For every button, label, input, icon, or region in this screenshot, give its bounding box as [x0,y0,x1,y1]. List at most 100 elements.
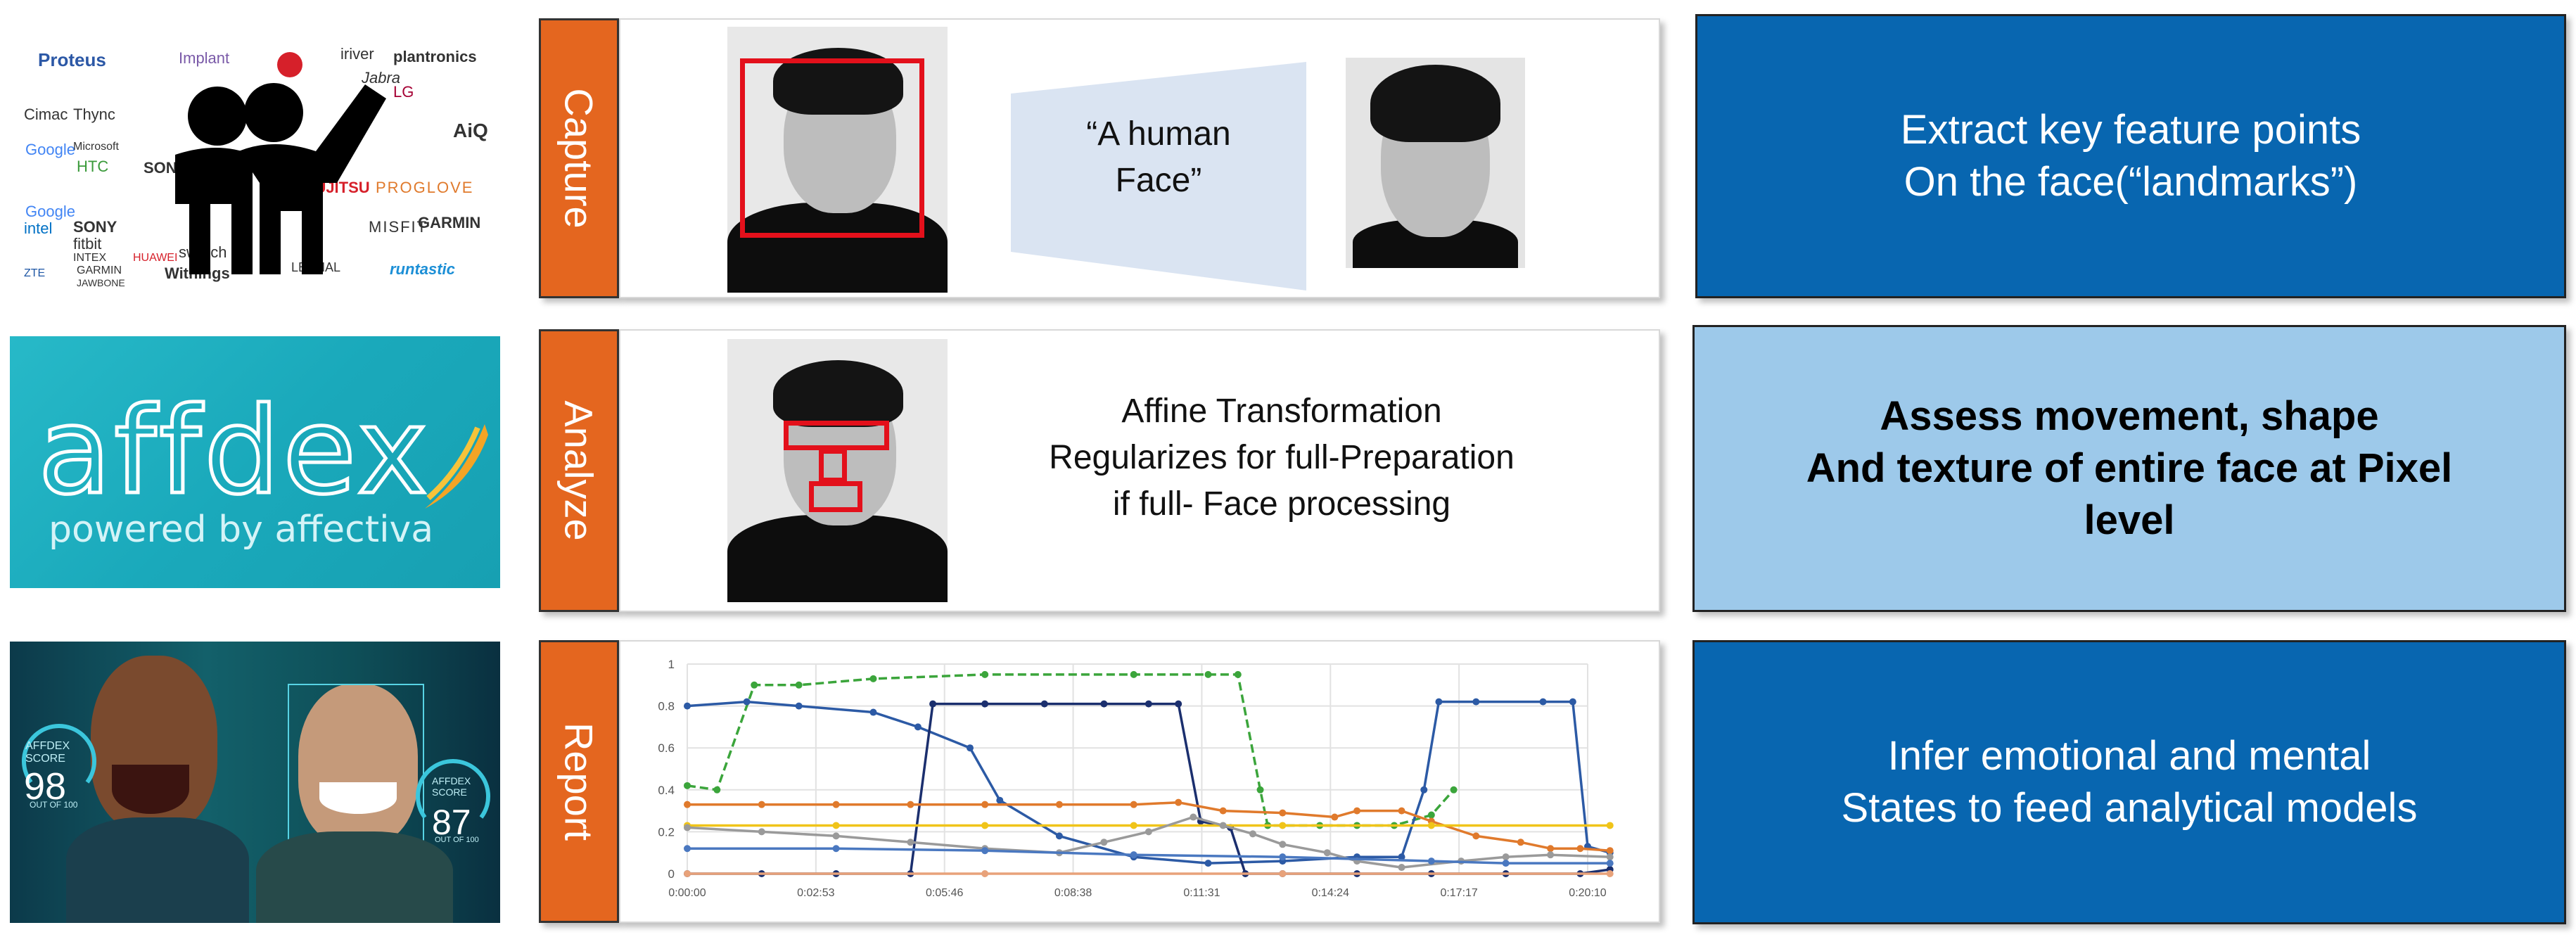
beats-logo-icon [277,52,302,77]
data-point [1547,851,1555,859]
data-point [1204,670,1212,678]
data-point [981,870,989,877]
data-point [1190,813,1197,821]
analyze-panel: Affine Transformation Regularizes for fu… [619,329,1660,612]
affine-description: Affine Transformation Regularizes for fu… [993,388,1570,528]
data-point [1472,698,1480,706]
data-point [907,839,914,846]
data-point [1472,832,1480,840]
affdex-logo: affdex powered by affectiva [10,336,500,588]
series-line [687,700,1611,865]
y-tick-label: 1 [668,658,675,671]
data-point [1502,853,1510,861]
data-point [1144,828,1152,836]
capture-description-box: Extract key feature points On the face(“… [1695,14,2566,298]
logo-text: GARMIN [418,214,481,231]
stage-label: Report [556,722,601,841]
data-point [684,824,691,831]
capture-panel: “A human Face” [619,18,1660,298]
stage-tab-report: Report [539,640,619,923]
x-tick-label: 0:14:24 [1312,887,1349,899]
data-point [869,675,877,682]
logo-text: SONY [73,218,117,236]
data-point [907,801,914,808]
logo-text: plantronics [393,48,477,65]
score-value: 87 [432,803,471,842]
logo-text: Microsoft [73,141,119,153]
data-point [1130,801,1137,808]
score-gauge-icon [416,759,490,819]
data-point [684,782,691,789]
data-point [795,702,803,710]
data-point [1502,860,1510,867]
data-point [832,801,840,808]
score-label: AFFDEX SCORE [432,775,471,798]
data-point [929,700,937,708]
data-point [1606,822,1614,829]
data-point [1398,853,1405,861]
logo-text: AiQ [453,120,488,141]
stage-label: Capture [556,88,601,229]
swoosh-icon [425,424,488,509]
logo-text: Thync [73,106,115,123]
data-point [684,870,691,877]
affine-line: if full- Face processing [1112,485,1451,523]
data-point [1323,849,1331,857]
data-point [1256,786,1264,793]
x-tick-label: 0:08:38 [1054,887,1092,899]
data-point [914,723,922,731]
logo-text: Jabra [362,69,401,87]
logo-text: GARMIN [77,264,122,276]
open-mouth [112,765,189,814]
description-line: States to feed analytical models [1841,785,2418,831]
data-point [1100,700,1108,708]
data-point [1100,839,1108,846]
person-body [256,831,453,923]
person-body [66,817,249,923]
people-silhouette-icon [175,83,386,274]
x-tick-label: 0:11:31 [1183,887,1220,899]
logo-text: INTEX [73,252,107,264]
score-label: AFFDEX SCORE [25,740,70,765]
logo-text: HUAWEI [133,252,178,264]
logo-text: HTC [77,158,109,175]
mouth-landmark-box [809,481,862,512]
x-tick-label: 0:02:53 [797,887,834,899]
data-point [966,744,974,752]
y-tick-label: 0.8 [658,700,675,713]
data-point [1606,860,1614,867]
logo-text: runtastic [390,260,455,278]
data-point [1606,853,1614,861]
data-point [1279,853,1287,861]
logo-text: Google [25,141,75,158]
data-point [684,702,691,710]
logo-text: Cimac [24,106,68,123]
data-point [1279,809,1287,817]
data-point [981,847,989,855]
data-point [1130,670,1137,678]
data-point [1606,847,1614,855]
data-point [1204,860,1212,867]
data-point [1398,807,1405,815]
data-point [1435,698,1443,706]
data-point [1175,700,1182,708]
report-description-box: Infer emotional and mental States to fee… [1692,640,2566,924]
data-point [1427,858,1435,865]
data-point [684,845,691,853]
data-point [832,822,840,829]
data-point [1219,807,1227,815]
logo-text: iriver [340,45,374,63]
x-tick-label: 0:05:46 [926,887,963,899]
data-point [758,801,765,808]
data-point [1547,845,1555,853]
logo-text: Proteus [38,49,106,70]
y-tick-label: 0.6 [658,741,675,755]
data-point [1055,801,1063,808]
data-point [1398,864,1405,872]
face-crop-funnel [1011,62,1306,291]
score-sub: OUT OF 100 [435,836,479,844]
data-point [832,832,840,840]
data-point [1249,830,1256,838]
data-point [1130,851,1137,859]
